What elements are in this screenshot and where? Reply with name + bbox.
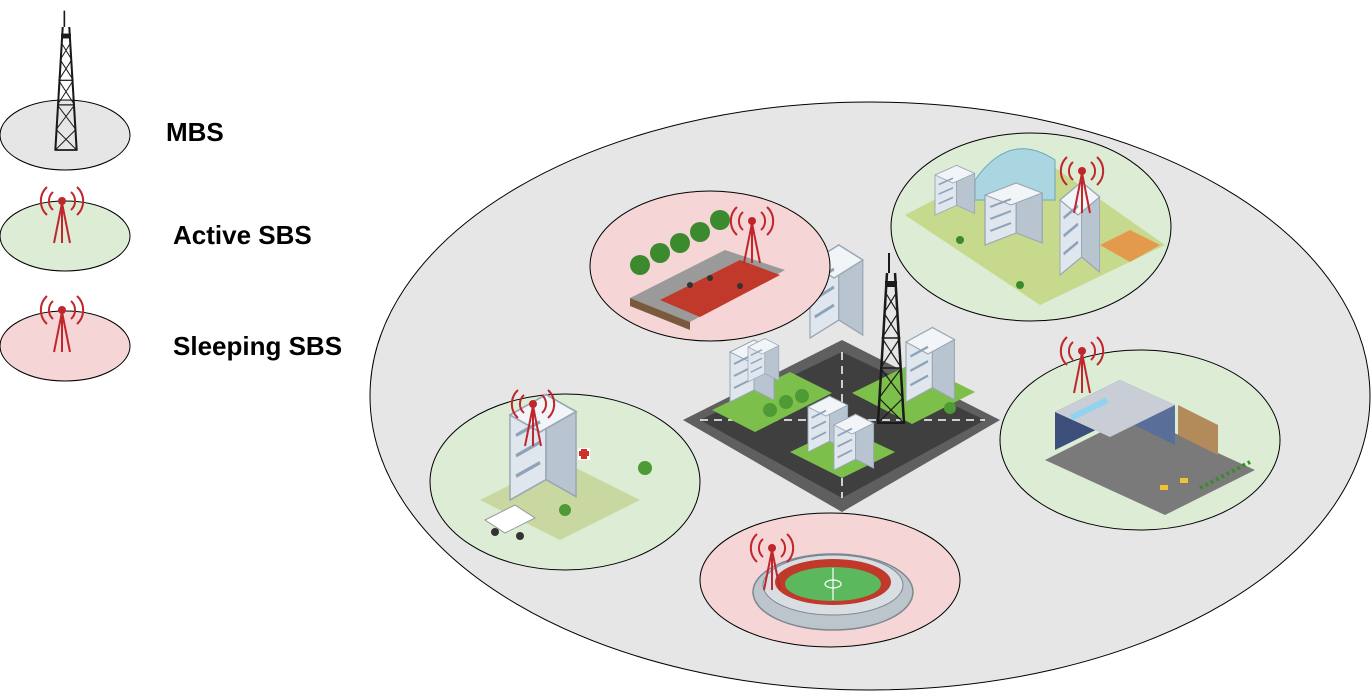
active-sbs-swatch (0, 200, 131, 272)
small-cell-campus (890, 132, 1172, 322)
campus-icon (905, 148, 1165, 305)
legend (0, 9, 131, 382)
sleeping-sbs-swatch (0, 310, 131, 382)
mall-icon (1045, 380, 1255, 515)
stadium-icon (752, 553, 914, 631)
legend-label-active-sbs: Active SBS (173, 220, 312, 250)
legend-item-sleeping-sbs (0, 295, 131, 382)
small-cell-mall (999, 336, 1281, 531)
legend-label-sleeping-sbs: Sleeping SBS (173, 331, 343, 361)
hospital-icon (480, 392, 652, 540)
city-block-icon (683, 243, 1000, 512)
small-cell-park (589, 190, 831, 342)
legend-label-mbs: MBS (166, 117, 224, 147)
small-cell-stadium (699, 512, 961, 648)
mbs-swatch (0, 99, 131, 171)
legend-item-active-sbs (0, 186, 131, 272)
park-icon (630, 210, 785, 330)
legend-item-mbs (0, 9, 131, 171)
small-cell-hospital (429, 389, 701, 571)
